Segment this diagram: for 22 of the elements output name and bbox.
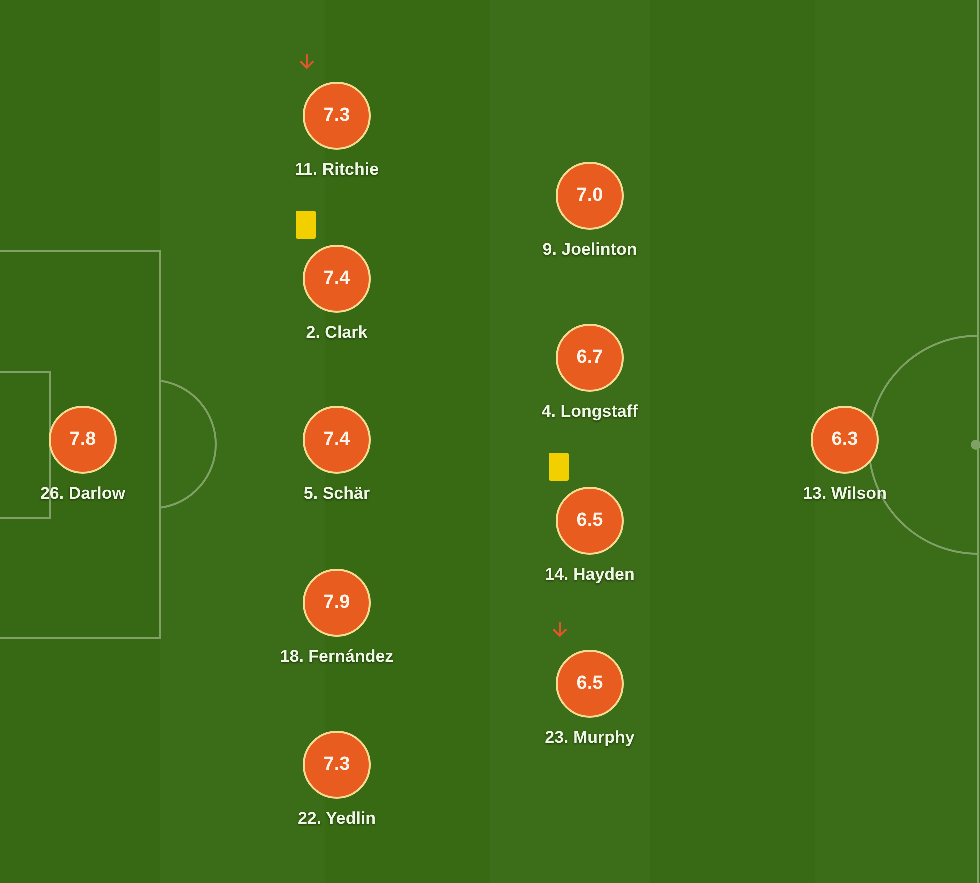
player-name: 2. Clark <box>306 323 368 343</box>
player-name: 9. Joelinton <box>542 240 638 260</box>
player-name: 23. Murphy <box>545 728 635 748</box>
player-rating: 6.5 <box>556 487 624 555</box>
player-rating: 7.4 <box>303 245 371 313</box>
player-name: 26. Darlow <box>40 484 126 504</box>
player-name: 5. Schär <box>304 484 370 504</box>
player-rating: 7.3 <box>303 82 371 150</box>
player-rating: 6.3 <box>811 406 879 474</box>
player-name: 18. Fernández <box>280 647 394 667</box>
player-rating: 7.4 <box>303 406 371 474</box>
player-rating: 7.8 <box>49 406 117 474</box>
player-rating: 7.9 <box>303 569 371 637</box>
player-name: 11. Ritchie <box>294 160 380 180</box>
player-rating: 6.5 <box>556 650 624 718</box>
player-name: 13. Wilson <box>803 484 887 504</box>
player-name: 22. Yedlin <box>298 809 376 829</box>
player-name: 14. Hayden <box>545 565 635 585</box>
player-rating: 7.3 <box>303 731 371 799</box>
player-name: 4. Longstaff <box>542 402 638 422</box>
player-rating: 7.0 <box>556 162 624 230</box>
player-rating: 6.7 <box>556 324 624 392</box>
